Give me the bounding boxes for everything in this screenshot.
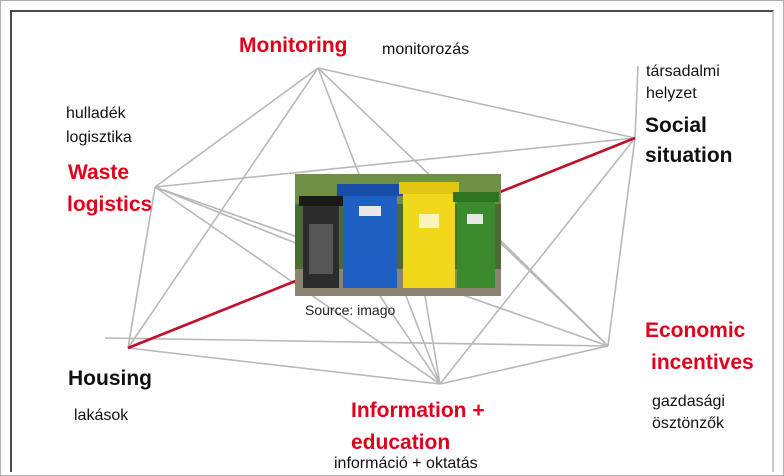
edge-housing-axis (104, 337, 609, 347)
monitoring-label: Monitoring (239, 34, 348, 57)
economic-en-line2: incentives (651, 351, 754, 374)
edge-photo-information (424, 295, 441, 385)
edge-monitoring-housing (127, 67, 319, 349)
economic-hu-line1: gazdasági (652, 393, 725, 410)
edge-information-economic (439, 345, 609, 385)
edge-housing-information (127, 347, 441, 385)
waste-hu-line1: hulladék (66, 105, 126, 122)
edge-highlight-housing-photo (127, 278, 299, 350)
edge-social-information (439, 137, 636, 385)
edge-social-economic (607, 137, 636, 347)
waste-en-line1: Waste (68, 161, 130, 184)
economic-en-line1: Economic (645, 319, 746, 342)
edge-waste-left (127, 186, 156, 349)
waste-hu-line2: logisztika (66, 129, 132, 146)
social-hu-line2: helyzet (646, 85, 697, 102)
housing-hu-label: lakások (74, 407, 129, 424)
monitoring-hu-label: monitorozás (382, 41, 470, 58)
information-en-line2: education (351, 431, 451, 454)
edge-monitoring-waste (154, 67, 319, 188)
edge-waste-social (154, 137, 636, 188)
social-en-line2: situation (645, 144, 733, 167)
image-caption: Source: imago (305, 302, 396, 318)
economic-hu-line2: ösztönzők (652, 415, 725, 432)
diagram-border (10, 10, 774, 472)
social-hu-line1: társadalmi (646, 63, 720, 80)
edge-social-right-top (634, 65, 639, 139)
social-en-line1: Social (645, 114, 707, 137)
information-en-line1: Information + (351, 399, 485, 422)
edge-left-information (379, 295, 441, 385)
edge-monitoring-social (317, 67, 636, 139)
edge-photo-economic (499, 239, 609, 347)
recycling-bins-photo (295, 174, 501, 296)
yellow-bin-icon (403, 190, 455, 288)
waste-en-line2: logistics (67, 193, 153, 216)
green-bin-icon (457, 200, 495, 288)
housing-label: Housing (68, 367, 152, 390)
edge-highlight-social-photo (499, 136, 636, 194)
edge-waste-photo (154, 186, 299, 245)
information-hu-label: információ + oktatás (334, 455, 478, 472)
